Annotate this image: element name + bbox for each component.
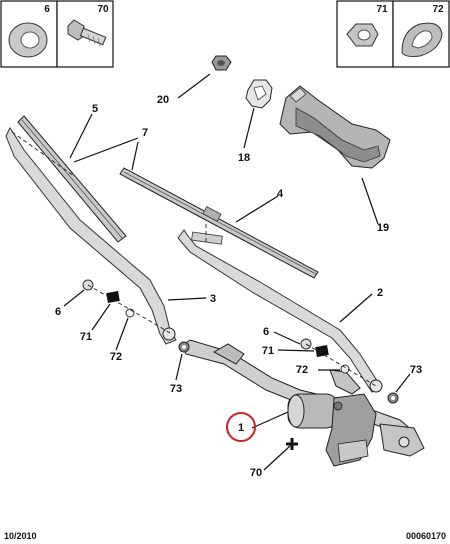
header-label-72: 72 [432, 4, 444, 15]
callout-71-right[interactable]: 71 [262, 345, 274, 357]
wiper-motor-part-1[interactable] [287, 393, 425, 467]
header-label-6: 6 [44, 4, 50, 15]
header-box-71[interactable]: 71 [336, 0, 394, 68]
footer-date: 10/2010 [4, 531, 37, 541]
nut-part-20[interactable] [211, 55, 232, 71]
wiper-blade-part-4[interactable] [119, 167, 319, 279]
header-label-71: 71 [376, 4, 388, 15]
callout-7[interactable]: 7 [142, 127, 148, 139]
callout-5[interactable]: 5 [92, 103, 98, 115]
highlight-ring [226, 412, 256, 442]
callout-6-left[interactable]: 6 [55, 306, 61, 318]
wiper-arm-part-3[interactable] [5, 127, 177, 345]
callout-73-right[interactable]: 73 [410, 364, 422, 376]
callout-4[interactable]: 4 [277, 188, 284, 200]
wiper-arm-part-2[interactable] [177, 229, 383, 393]
callout-20[interactable]: 20 [157, 94, 169, 106]
nut-part-71-left[interactable] [106, 291, 120, 303]
pad-icon [401, 22, 443, 57]
washer-icon [8, 22, 48, 58]
header-box-70[interactable]: 70 [56, 0, 114, 68]
leader-lines [63, 73, 411, 471]
washer-part-73-left[interactable] [178, 341, 190, 353]
clip-part-18[interactable] [245, 79, 273, 109]
callout-19[interactable]: 19 [377, 222, 389, 234]
callout-72-left[interactable]: 72 [110, 351, 122, 363]
callout-2[interactable]: 2 [377, 287, 383, 299]
callout-73-left[interactable]: 73 [170, 383, 182, 395]
callout-70[interactable]: 70 [250, 467, 262, 479]
assembly-lines [11, 131, 377, 387]
hex-nut-icon [346, 23, 379, 47]
bolt-icon [67, 19, 107, 47]
header-box-6[interactable]: 6 [0, 0, 58, 68]
callout-71-left[interactable]: 71 [80, 331, 92, 343]
pad-part-72-left[interactable] [125, 308, 135, 318]
wiper-blade-part-5[interactable] [17, 115, 127, 243]
footer-reference: 00060170 [406, 531, 446, 541]
header-label-70: 70 [97, 4, 109, 15]
callout-3[interactable]: 3 [210, 293, 216, 305]
cowl-cover-part-19[interactable] [279, 85, 391, 169]
callout-1[interactable]: 1 [238, 422, 244, 434]
callout-18[interactable]: 18 [238, 152, 250, 164]
callout-6-right[interactable]: 6 [263, 326, 269, 338]
pad-part-72-right[interactable] [340, 364, 350, 374]
bolt-part-70-marker[interactable] [286, 438, 298, 450]
nut-part-71-right[interactable] [315, 345, 329, 357]
callout-72-right[interactable]: 72 [296, 364, 308, 376]
header-box-72[interactable]: 72 [392, 0, 450, 68]
washer-part-73-right[interactable] [387, 392, 399, 404]
